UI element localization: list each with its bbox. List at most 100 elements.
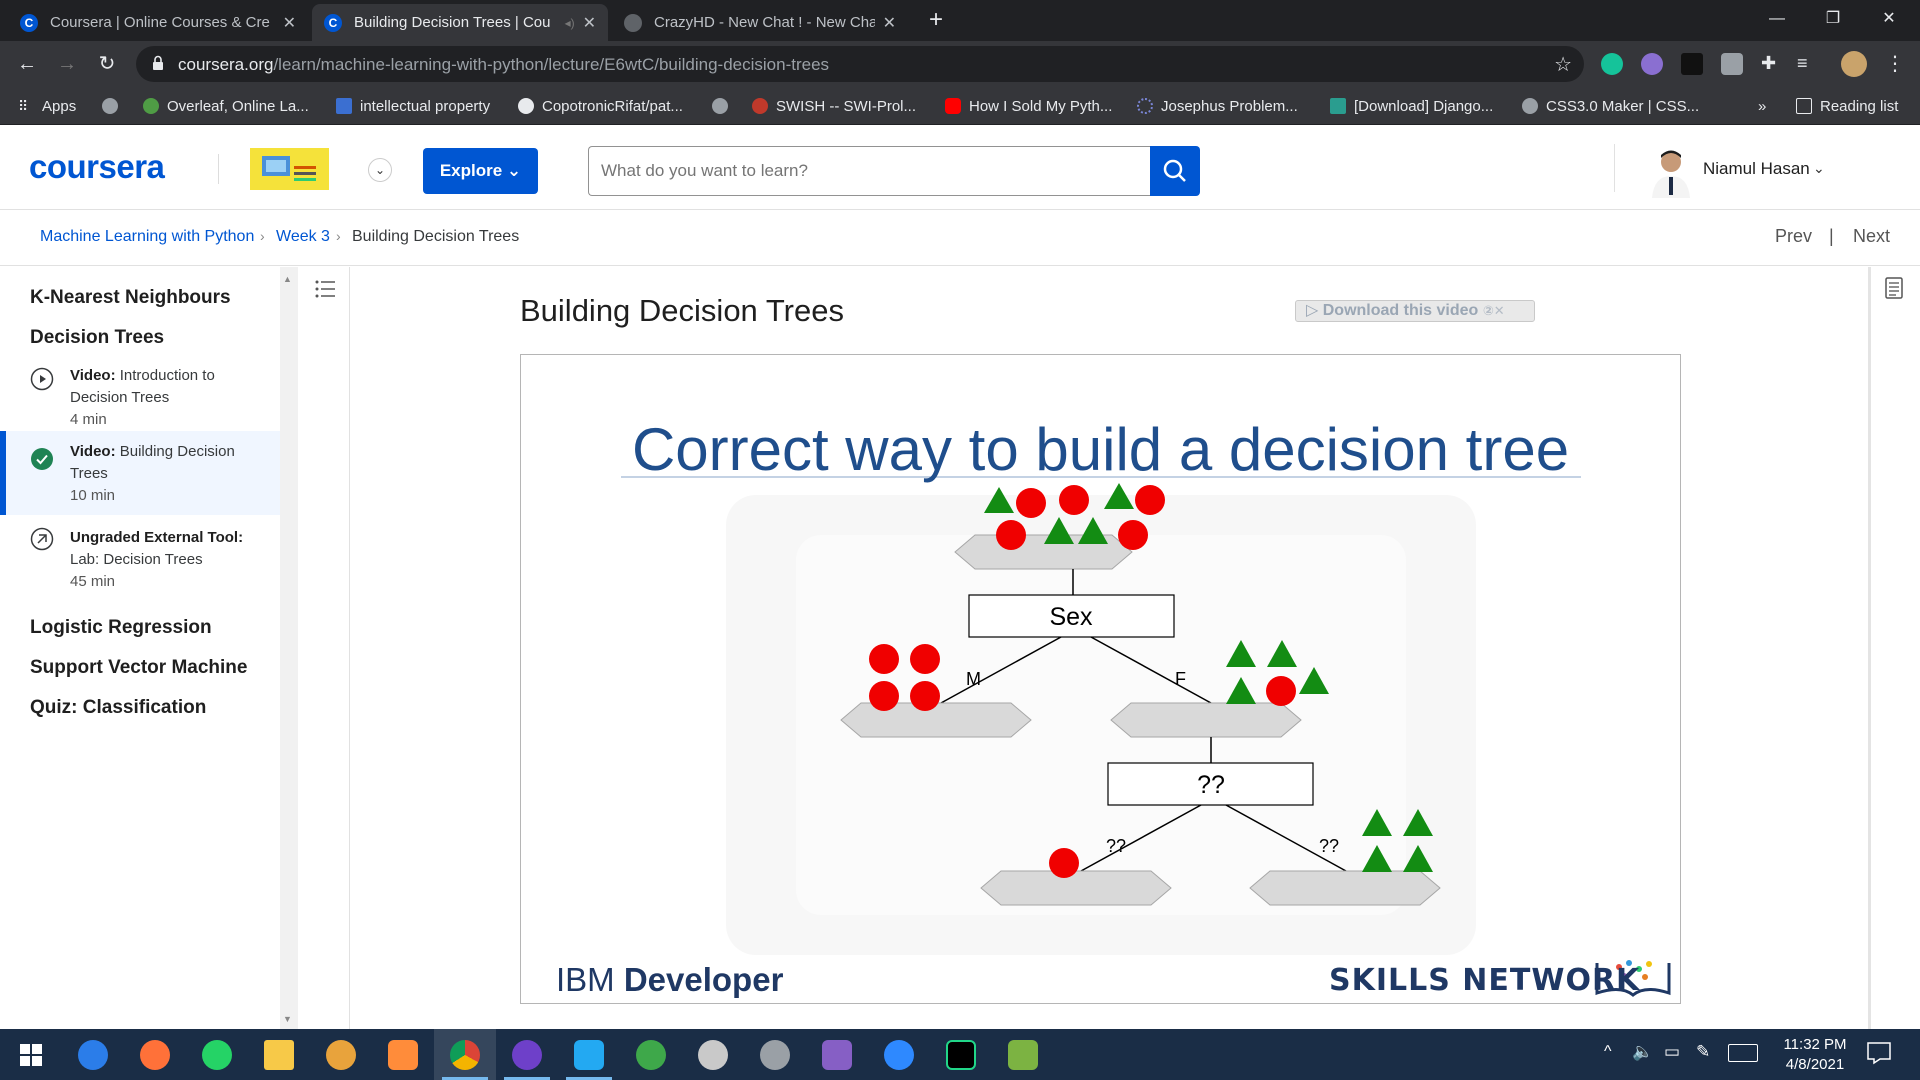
ibm-text: IBM (556, 961, 615, 998)
user-name[interactable]: Niamul Hasan (1703, 159, 1810, 178)
taskbar-chrome[interactable] (434, 1029, 496, 1080)
sidebar-item-building-decision-trees[interactable]: Video: Building Decision Trees 10 min (0, 431, 280, 515)
tray-chevron-up-icon[interactable]: ^ (1604, 1043, 1612, 1060)
bookmark-label: CSS3.0 Maker | CSS... (1546, 97, 1700, 115)
bookmark-overleaf[interactable]: Overleaf, Online La... (143, 95, 309, 117)
volume-icon[interactable]: 🔈 (1632, 1042, 1654, 1061)
tab-crazyhd[interactable]: CrazyHD - New Chat ! - New Cha ✕ (612, 4, 908, 41)
taskbar-pycharm[interactable] (930, 1029, 992, 1080)
close-tab-icon[interactable]: ✕ (282, 14, 296, 32)
sidebar-item-lab-decision-trees[interactable]: Ungraded External Tool: Lab: Decision Tr… (0, 527, 280, 597)
taskbar-app[interactable] (372, 1029, 434, 1080)
hexagon (1110, 702, 1302, 738)
sidebar-heading-svm[interactable]: Support Vector Machine (30, 657, 248, 678)
address-bar[interactable]: coursera.org/learn/machine-learning-with… (136, 46, 1584, 82)
new-tab-button[interactable]: + (928, 6, 943, 33)
taskbar-github-desktop[interactable] (496, 1029, 558, 1080)
taskbar-firefox[interactable] (124, 1029, 186, 1080)
restore-icon[interactable]: ❐ (1825, 10, 1841, 27)
bookmark-star-icon[interactable]: ☆ (1554, 54, 1572, 76)
notification-center-icon[interactable] (1866, 1041, 1892, 1065)
transcript-icon[interactable] (1884, 276, 1904, 300)
menu-kebab-icon[interactable]: ⋮ (1885, 53, 1905, 75)
scroll-down-arrow-icon[interactable]: ▼ (283, 1014, 292, 1024)
bookmark-github[interactable]: CopotronicRifat/pat... (518, 95, 683, 117)
scroll-up-arrow-icon[interactable]: ▲ (283, 274, 292, 284)
keyboard-icon[interactable] (1728, 1044, 1758, 1062)
search-button[interactable] (1150, 146, 1200, 196)
search-input[interactable] (588, 146, 1150, 196)
pen-icon[interactable]: ✎ (1696, 1042, 1711, 1061)
reading-list-button[interactable]: Reading list (1796, 95, 1898, 117)
explore-button[interactable]: Explore ⌄ (423, 148, 538, 194)
close-window-icon[interactable]: ✕ (1882, 10, 1896, 27)
minimize-icon[interactable]: — (1769, 10, 1785, 27)
taskbar-app[interactable] (744, 1029, 806, 1080)
video-player[interactable]: Sex M F ?? ?? ?? (520, 354, 1681, 1004)
taskbar-vscode[interactable] (558, 1029, 620, 1080)
bookmark-globe[interactable] (102, 95, 126, 117)
taskbar-vpn[interactable] (310, 1029, 372, 1080)
bookmark-globe-2[interactable] (712, 95, 736, 117)
sidebar-heading-decision-trees[interactable]: Decision Trees (30, 327, 165, 348)
partner-logo-icon[interactable] (250, 148, 329, 190)
triangle-marker (1267, 640, 1297, 667)
sidebar-heading-logistic-regression[interactable]: Logistic Regression (30, 617, 212, 638)
close-tab-icon[interactable]: ✕ (582, 14, 596, 32)
audio-playing-icon[interactable]: ◂) (564, 15, 575, 30)
back-arrow-icon[interactable]: ← (17, 53, 37, 75)
bookmark-youtube[interactable]: How I Sold My Pyth... (945, 95, 1112, 117)
header-divider (218, 154, 219, 184)
close-tab-icon[interactable]: ✕ (882, 14, 896, 32)
profile-avatar-icon[interactable] (1841, 51, 1867, 77)
extension-icon[interactable] (1681, 53, 1703, 75)
taskbar-file-explorer[interactable] (248, 1029, 310, 1080)
hexagon (840, 702, 1032, 738)
coursera-logo[interactable]: coursera (29, 148, 165, 185)
reload-icon[interactable]: ↻ (98, 53, 116, 75)
chevron-down-icon[interactable]: ⌄ (1813, 160, 1825, 176)
sidebar-heading-quiz[interactable]: Quiz: Classification (30, 697, 207, 718)
breadcrumb-week[interactable]: Week 3 (276, 228, 330, 245)
forward-arrow-icon[interactable]: → (57, 53, 77, 75)
tab-building-decision-trees[interactable]: C Building Decision Trees | Cou ◂) ✕ (312, 4, 608, 41)
sidebar-item-intro-decision-trees[interactable]: Video: Introduction to Decision Trees 4 … (0, 365, 280, 428)
taskbar-visual-studio[interactable] (806, 1029, 868, 1080)
bookmark-swish[interactable]: SWISH -- SWI-Prol... (752, 95, 916, 117)
camera-extension-icon[interactable] (1721, 53, 1743, 75)
list-outline-icon[interactable] (313, 277, 337, 301)
sidebar-scrollbar[interactable] (280, 267, 298, 1029)
node-label-sex: Sex (1049, 603, 1093, 631)
bookmark-css3-maker[interactable]: CSS3.0 Maker | CSS... (1522, 95, 1699, 117)
prev-button[interactable]: Prev (1775, 226, 1813, 246)
bookmark-josephus[interactable]: Josephus Problem... (1137, 95, 1298, 117)
taskbar-search-app[interactable] (62, 1029, 124, 1080)
taskbar-app[interactable] (682, 1029, 744, 1080)
sidebar-heading-knn[interactable]: K-Nearest Neighbours (30, 287, 231, 308)
extension-icon[interactable] (1641, 53, 1663, 75)
chevron-down-icon[interactable]: ⌄ (368, 158, 392, 182)
avatar[interactable] (1648, 146, 1694, 198)
next-button[interactable]: Next (1853, 226, 1891, 246)
bookmarks-overflow-button[interactable]: » (1758, 97, 1767, 115)
download-video-button[interactable]: ▷ Download this video ②✕ (1295, 300, 1535, 322)
help-close-icon[interactable]: ②✕ (1482, 303, 1505, 318)
network-icon[interactable]: ▭ (1664, 1042, 1681, 1061)
taskbar-app[interactable] (620, 1029, 682, 1080)
tab-coursera-home[interactable]: C Coursera | Online Courses & Cre ✕ (8, 4, 308, 41)
bookmark-intellectual-property[interactable]: intellectual property (336, 95, 490, 117)
breadcrumb-course[interactable]: Machine Learning with Python (40, 228, 255, 245)
taskbar-clock[interactable]: 11:32 PM 4/8/2021 (1770, 1035, 1860, 1075)
taskbar-app[interactable] (992, 1029, 1054, 1080)
taskbar-messenger[interactable] (868, 1029, 930, 1080)
grammarly-extension-icon[interactable] (1601, 53, 1623, 75)
site-header: coursera ⌄ Explore ⌄ Nia (0, 126, 1920, 210)
bookmark-django[interactable]: [Download] Django... (1330, 95, 1493, 117)
puzzle-extensions-icon[interactable]: ✚ (1761, 53, 1777, 73)
taskbar-whatsapp[interactable] (186, 1029, 248, 1080)
page-scrollbar[interactable] (1868, 267, 1871, 1029)
bookmark-apps[interactable]: ⠿ Apps (18, 95, 76, 117)
item-title: Introduction to Decision Trees (70, 367, 215, 406)
start-button[interactable] (0, 1029, 62, 1080)
media-control-icon[interactable]: ≡ (1797, 53, 1808, 73)
